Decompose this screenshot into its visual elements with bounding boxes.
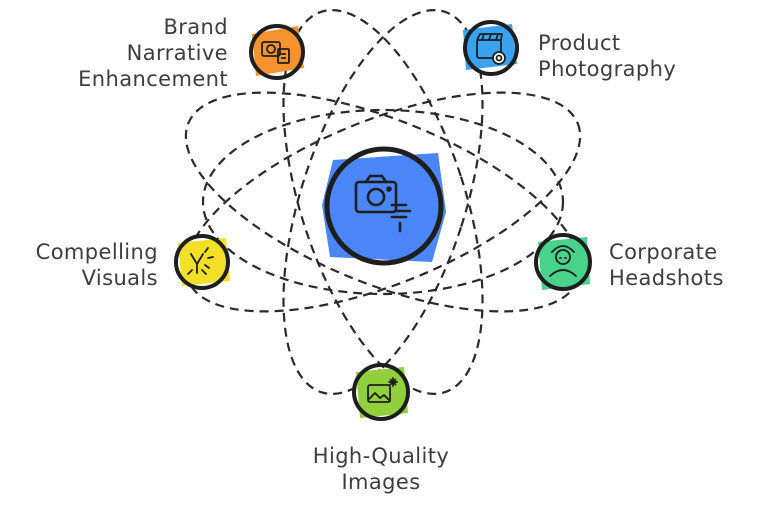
orbit-ring-horizontal — [201, 108, 565, 296]
label-high-quality-images: High-Quality Images — [312, 444, 450, 494]
label-product-photography: Product Photography — [538, 31, 677, 81]
visuals-ring — [174, 234, 230, 290]
brand-ring — [249, 24, 305, 80]
orbit-ring-vertical-left — [282, 9, 484, 395]
node-compelling-visuals — [174, 234, 230, 290]
headshots-ring — [534, 233, 592, 291]
clapperboard-camera-icon — [476, 33, 506, 65]
node-corporate-headshots — [534, 233, 592, 291]
label-corporate-headshots: Corporate Headshots — [609, 240, 724, 290]
center-node — [322, 146, 446, 266]
center-color-patch — [322, 153, 446, 262]
product-ring — [463, 20, 519, 76]
person-portrait-icon — [549, 245, 577, 277]
node-product-photography — [463, 20, 519, 76]
camera-retouch-icon — [354, 174, 412, 233]
image-sparkle-icon — [367, 377, 398, 403]
node-high-quality-images — [352, 363, 410, 421]
center-ring — [324, 146, 444, 266]
node-brand-narrative — [249, 24, 305, 80]
label-brand-narrative: Brand Narrative Enhancement — [78, 15, 228, 91]
sparkle-ribbon-icon — [187, 247, 214, 275]
images-ring — [352, 363, 410, 421]
orbit-ring-vertical-right — [282, 9, 484, 395]
visuals-color-patch — [178, 238, 230, 286]
label-compelling-visuals: Compelling Visuals — [35, 240, 158, 290]
camera-document-icon — [261, 41, 290, 64]
